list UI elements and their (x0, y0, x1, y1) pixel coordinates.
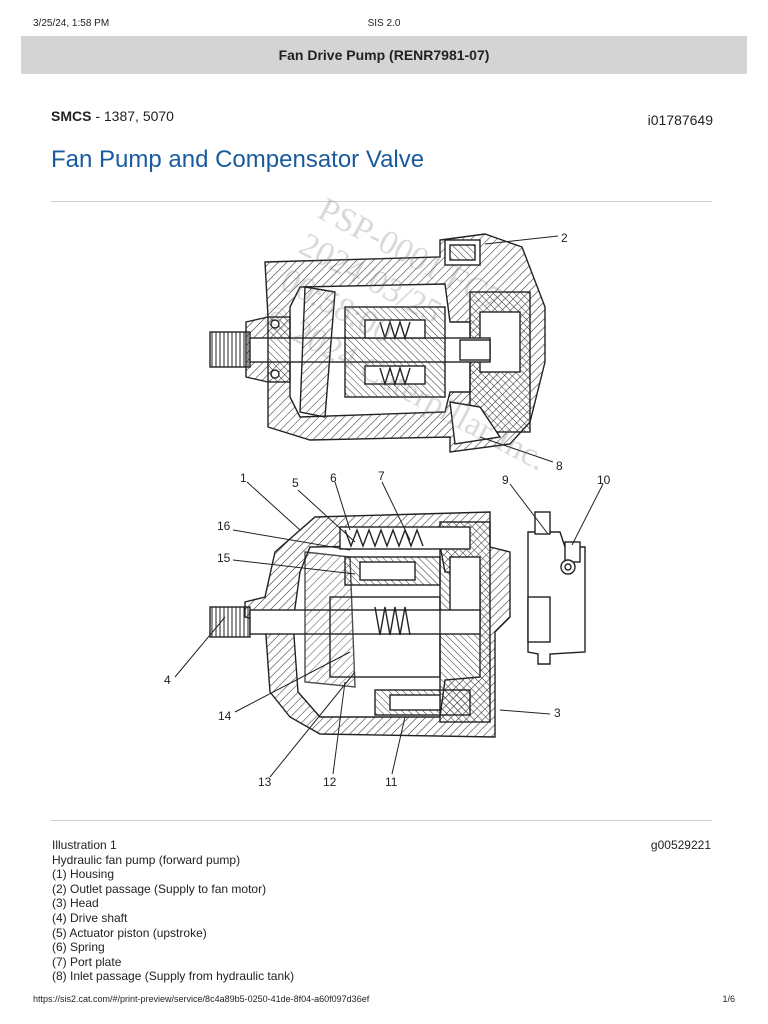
callout-4: 4 (164, 673, 171, 687)
top-pump-view (209, 233, 546, 453)
callout-12: 12 (323, 775, 337, 789)
illustration-label: Illustration 1 (52, 838, 117, 852)
callout-11: 11 (385, 775, 398, 789)
print-url: https://sis2.cat.com/#/print-preview/ser… (33, 994, 370, 1004)
caption-item: (8) Inlet passage (Supply from hydraulic… (52, 969, 295, 984)
smcs-codes: SMCS - 1387, 5070 (51, 108, 174, 124)
page-title: Fan Pump and Compensator Valve (51, 146, 425, 173)
illustration-description: Hydraulic fan pump (forward pump) (52, 852, 241, 867)
caption-item: (4) Drive shaft (52, 910, 128, 925)
callout-3: 3 (554, 706, 561, 720)
document-title-bar: Fan Drive Pump (RENR7981-07) (21, 36, 747, 74)
callout-9: 9 (502, 473, 509, 487)
caption-item: (6) Spring (52, 940, 105, 955)
document-id: i01787649 (647, 112, 713, 128)
page-number: 1/6 (722, 994, 735, 1004)
callout-2: 2 (561, 231, 568, 245)
caption-item: (1) Housing (52, 867, 115, 882)
divider-bottom (51, 820, 712, 821)
print-app-name: SIS 2.0 (367, 18, 401, 29)
callout-14: 14 (218, 709, 232, 723)
caption-item: (7) Port plate (52, 954, 122, 969)
callout-6: 6 (330, 471, 337, 485)
callout-8: 8 (556, 459, 563, 473)
caption-item: (5) Actuator piston (upstroke) (52, 925, 207, 940)
document-title-bar-text: Fan Drive Pump (RENR7981-07) (278, 47, 490, 63)
divider-top (51, 201, 712, 202)
illustration-caption: Illustration 1 Hydraulic fan pump (forwa… (52, 838, 294, 984)
callout-7: 7 (378, 469, 385, 483)
callout-16: 16 (217, 519, 231, 533)
callout-15: 15 (217, 551, 231, 565)
caption-item: (2) Outlet passage (Supply to fan motor) (52, 881, 267, 896)
print-footer: https://sis2.cat.com/#/print-preview/ser… (0, 994, 768, 1008)
caption-item: (3) Head (52, 896, 99, 911)
pump-cross-section-illustration: 2 8 (164, 231, 611, 789)
callout-13: 13 (258, 775, 272, 789)
callout-5: 5 (292, 476, 299, 490)
callout-10: 10 (597, 473, 611, 487)
smcs-values: - 1387, 5070 (91, 108, 174, 124)
print-datetime: 3/25/24, 1:58 PM (33, 18, 110, 29)
bottom-pump-view (209, 511, 586, 738)
smcs-label: SMCS (51, 108, 92, 124)
callout-1: 1 (240, 471, 247, 485)
print-header: 3/25/24, 1:58 PM SIS 2.0 (0, 18, 768, 32)
figure-id: g00529221 (650, 838, 711, 852)
